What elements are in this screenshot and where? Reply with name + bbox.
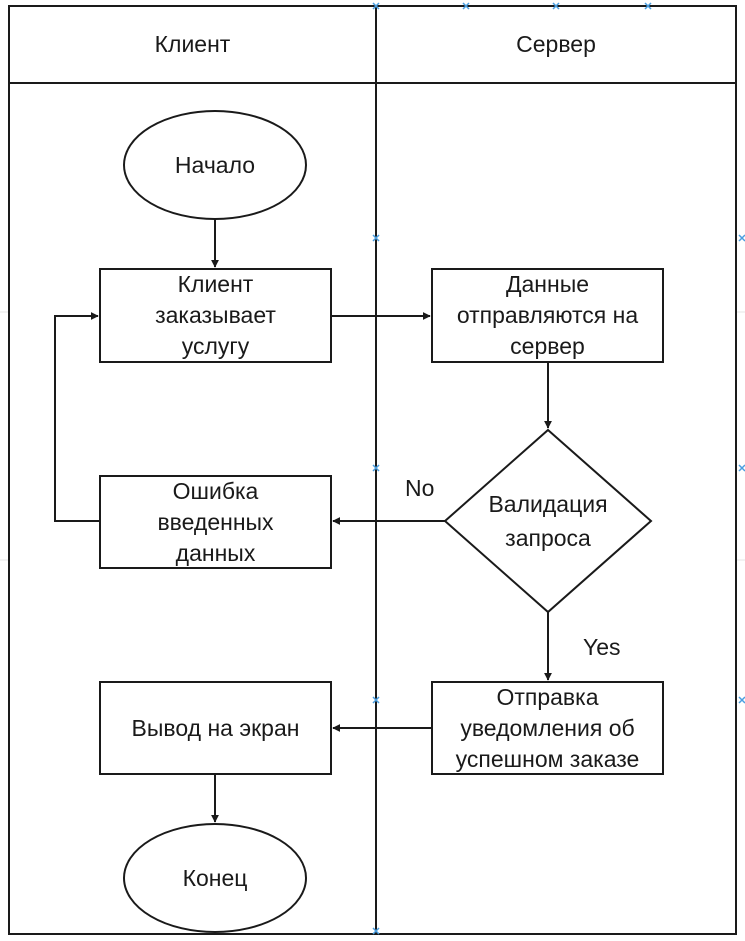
lane-header-server-text: Сервер: [516, 31, 596, 57]
validate-node-line: Валидация: [488, 491, 608, 517]
notify-node-label: Отправка уведомления об успешном заказе: [432, 682, 663, 774]
order-node-label: Клиент заказывает услугу: [100, 269, 331, 362]
send-node-line: Данные: [505, 271, 590, 297]
edge-label-yes: Yes: [583, 634, 621, 660]
swimlane-frame: [8, 5, 737, 935]
error-node-label: Ошибка введенных данных: [100, 476, 331, 568]
notify-node[interactable]: [431, 681, 664, 775]
order-node-line: Клиент: [177, 271, 254, 297]
end-node[interactable]: [123, 823, 307, 933]
notify-node-line: успешном заказе: [455, 745, 640, 772]
validate-node-label: Валидация запроса: [445, 475, 651, 567]
display-node-text: Вывод на экран: [131, 714, 300, 741]
error-node-line: введенных: [157, 508, 274, 535]
end-node-text: Конец: [182, 864, 248, 891]
start-node-text: Начало: [174, 151, 256, 178]
error-node-line: данных: [175, 539, 256, 566]
order-node-line: услугу: [181, 333, 250, 359]
lane-header-client-text: Клиент: [154, 31, 231, 57]
edge-label-no: No: [405, 475, 435, 501]
start-node-label: Начало: [124, 111, 306, 219]
end-node-label: Конец: [124, 824, 306, 932]
selection-handles: [372, 2, 745, 935]
notify-node-line: уведомления об: [460, 714, 635, 741]
lane-header-server: Сервер: [376, 6, 736, 83]
notify-node-line: Отправка: [496, 683, 599, 710]
display-node[interactable]: [99, 681, 332, 775]
send-node-label: Данные отправляются на сервер: [432, 269, 663, 362]
validate-node-line: запроса: [505, 525, 591, 551]
display-node-label: Вывод на экран: [100, 682, 331, 774]
edge-error-to-order[interactable]: [54, 312, 100, 522]
lane-header-client: Клиент: [9, 6, 376, 83]
send-node-line: сервер: [510, 333, 585, 359]
order-node-line: заказывает: [155, 302, 276, 328]
background-grid: [0, 311, 745, 561]
error-node-line: Ошибка: [172, 477, 259, 504]
send-node-line: отправляются на: [456, 302, 639, 328]
error-node[interactable]: [99, 475, 332, 569]
